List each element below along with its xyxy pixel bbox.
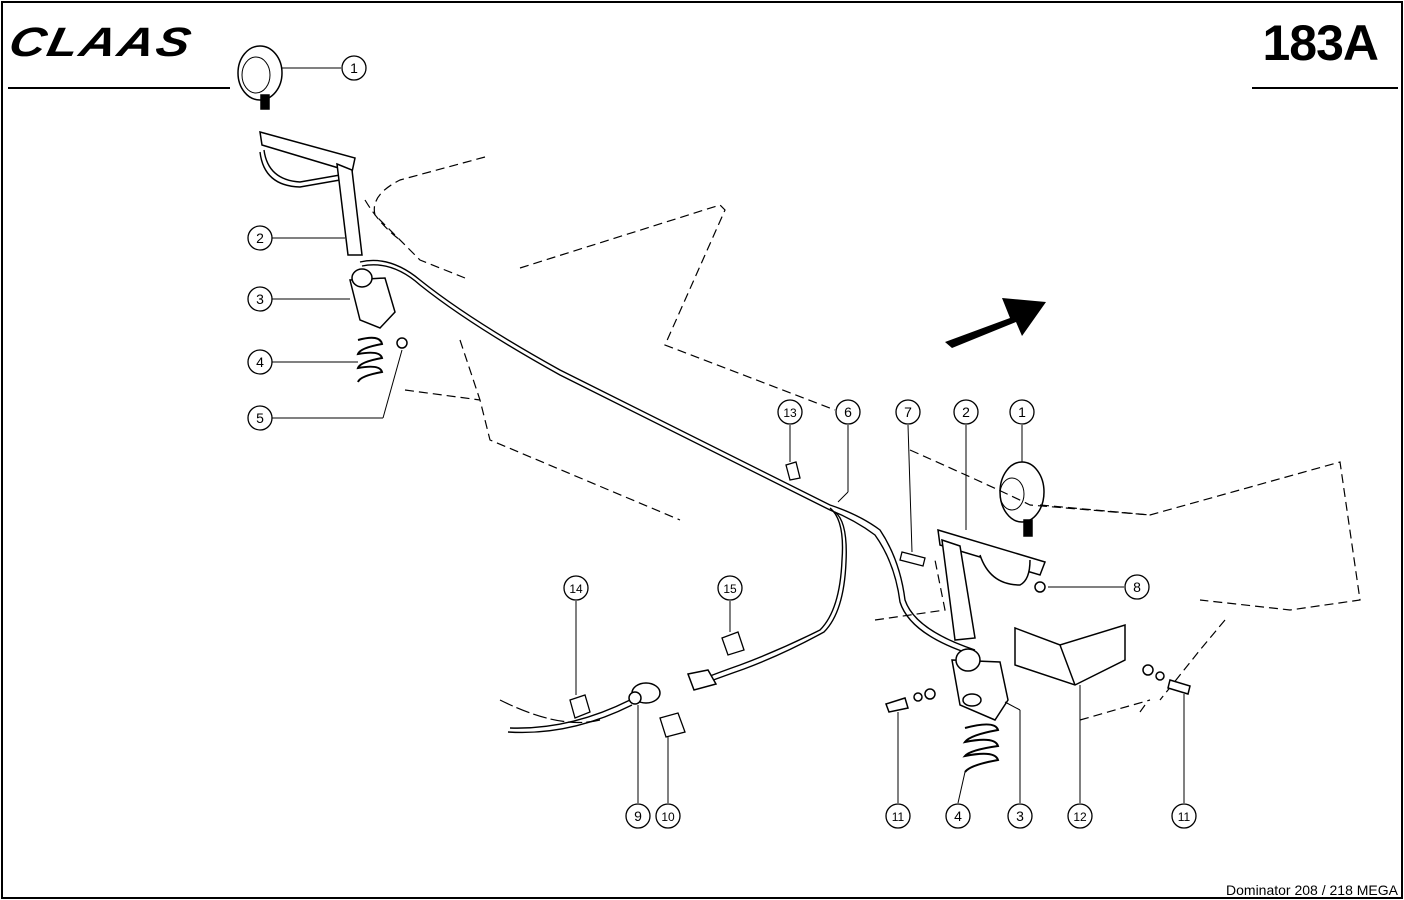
mounting-plate-left [349,268,396,329]
callout-circle [717,575,743,601]
callout-circle [1007,803,1033,829]
callout-8: 8 [1124,574,1150,600]
callout-11: 11 [885,803,911,829]
callout-2: 2 [953,399,979,425]
callout-circle [953,399,979,425]
callout-number: 4 [954,808,962,824]
nut-left [396,337,408,349]
callout-circle [895,399,921,425]
bolt-11-right [1142,664,1191,695]
bolt-11-left [885,688,936,713]
callout-number: 14 [569,582,583,596]
pin-7 [899,551,926,567]
callout-3: 3 [1007,803,1033,829]
model-label: Dominator 208 / 218 MEGA [1226,882,1398,898]
lamp-bracket-left [259,130,363,256]
cable-clip-14 [569,694,591,719]
lamp-bracket-right [937,528,1046,641]
callout-12: 12 [1067,803,1093,829]
callout-number: 2 [256,230,264,246]
brand-logo: CLAAS [5,18,235,66]
callout-circle [1124,574,1150,600]
callout-number: 12 [1073,810,1087,824]
callout-1: 1 [341,55,367,81]
callout-4: 4 [945,803,971,829]
callout-number: 3 [256,291,264,307]
callout-7: 7 [895,399,921,425]
callout-6: 6 [835,399,861,425]
cable-clip-15 [721,631,745,656]
callout-circle [885,803,911,829]
spring-right [962,723,1000,773]
callout-number: 6 [844,404,852,420]
spring-left [356,336,384,383]
callout-circle [625,803,651,829]
mounting-plate-right [951,648,1009,721]
callout-circle [341,55,367,81]
callout-2: 2 [247,225,273,251]
callout-circle [835,399,861,425]
callout-circle [655,803,681,829]
nut-8 [1034,581,1046,593]
callout-circle [945,803,971,829]
work-lamp-left [237,45,283,110]
callout-number: 3 [1016,808,1024,824]
mounting-sheet-12 [1014,623,1126,686]
callout-14: 14 [563,575,589,601]
plug-connector [686,669,718,691]
holder-10 [659,712,686,738]
callout-number: 1 [350,60,358,76]
work-lamp-right [999,461,1045,537]
callout-number: 15 [723,582,737,596]
callout-circle [247,349,273,375]
callout-circle [777,399,803,425]
wiring-harness [259,149,976,734]
brand-text: CLAAS [5,19,198,65]
callout-circle [1171,803,1197,829]
callout-number: 1 [1018,404,1026,420]
callout-4: 4 [247,349,273,375]
callout-number: 10 [661,810,675,824]
callout-number: 13 [783,406,797,420]
plate-number: 183A [1262,15,1379,71]
callout-number: 9 [634,808,642,824]
callout-9: 9 [625,803,651,829]
callout-10: 10 [655,803,681,829]
callout-number: 7 [904,404,912,420]
callout-number: 8 [1133,579,1141,595]
callout-number: 11 [1178,810,1191,824]
leader-lines [272,67,1185,804]
callout-number: 11 [892,810,905,824]
machine-outline [364,156,1361,721]
callout-15: 15 [717,575,743,601]
callout-circle [247,286,273,312]
callout-circle [1067,803,1093,829]
connector-9 [628,682,661,705]
callout-1: 1 [1009,399,1035,425]
direction-arrow-icon [945,298,1046,348]
callout-circle [563,575,589,601]
callout-number: 4 [256,354,264,370]
callout-13: 13 [777,399,803,425]
callout-circle [1009,399,1035,425]
cable-clip-13 [785,461,801,481]
callout-3: 3 [247,286,273,312]
callout-circle [247,405,273,431]
callout-circle [247,225,273,251]
callout-5: 5 [247,405,273,431]
callout-number: 2 [962,404,970,420]
callout-11: 11 [1171,803,1197,829]
callout-number: 5 [256,410,264,426]
